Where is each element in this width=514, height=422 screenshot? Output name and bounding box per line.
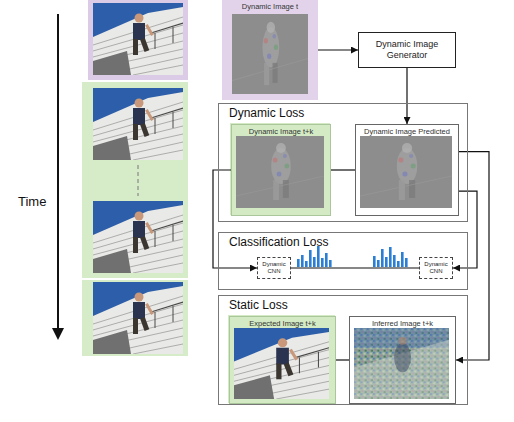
target-dynamic-image: Dynamic Image t+k	[231, 124, 331, 216]
connector	[291, 267, 419, 268]
node-label: Dynamic CNN	[421, 261, 451, 275]
node-label: Dynamic Image t	[222, 0, 318, 11]
node-label: Expected Image t+k	[230, 317, 335, 328]
loss-panel: Classification LossDynamic CNN Dynamic CN…	[218, 232, 468, 290]
connector	[456, 152, 489, 360]
connector	[406, 68, 407, 124]
connector	[453, 191, 477, 268]
node-label: Dynamic Loss	[219, 104, 467, 120]
node-label: Dynamic Image Generator	[363, 39, 451, 61]
cnn-box: Dynamic CNN	[419, 257, 453, 279]
connector	[213, 170, 257, 268]
input-dynamic-image: Dynamic Image t	[222, 0, 318, 100]
connector	[331, 169, 355, 170]
node-label: Dynamic CNN	[259, 261, 289, 275]
node-label: Dynamic Image Predicted	[356, 125, 458, 136]
node-label: Inferred Image t+k	[350, 317, 455, 328]
inferred-image: Inferred Image t+k	[349, 316, 456, 404]
predicted-dynamic-image: Dynamic Image Predicted	[355, 124, 459, 216]
node-label: Dynamic Image t+k	[232, 125, 330, 136]
expected-image: Expected Image t+k	[229, 316, 336, 404]
process-box: Dynamic Image Generator	[358, 32, 456, 68]
connector	[318, 49, 358, 50]
cnn-box: Dynamic CNN	[257, 257, 291, 279]
node-label: Static Loss	[219, 296, 467, 312]
loss-panel: Static LossExpected Image t+k Inferred Im…	[218, 295, 468, 405]
connector	[336, 359, 349, 360]
loss-panel: Dynamic LossDynamic Image t+k Dynamic Ima…	[218, 103, 468, 222]
node-label: Classification Loss	[219, 233, 467, 249]
axis-label: Time	[18, 194, 46, 209]
